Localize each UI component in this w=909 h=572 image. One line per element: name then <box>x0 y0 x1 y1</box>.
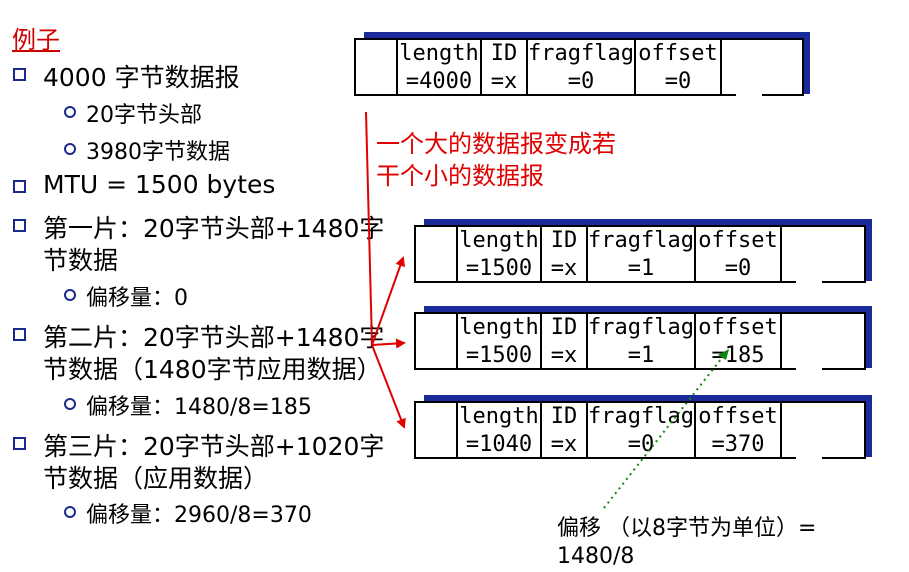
field-divider <box>780 403 782 457</box>
circle-bullet-icon <box>64 289 76 301</box>
field-id: ID=x <box>480 40 526 94</box>
circle-bullet-icon <box>64 398 76 410</box>
red-arrow-fragment-2 <box>371 338 406 349</box>
circle-bullet-icon <box>64 506 76 518</box>
field-offset: offset=185 <box>694 314 780 368</box>
box-shadow <box>424 306 872 314</box>
header-box: length=1500 ID=x fragflag=1 offset=185 <box>414 312 866 370</box>
bullet-text: 偏移量：1480/8=185 <box>86 395 312 420</box>
circle-bullet-icon <box>64 106 76 118</box>
offset-note-line: 1480/8 <box>557 544 635 569</box>
header-box: length=4000 ID=x fragflag=0 offset=0 <box>354 38 804 96</box>
square-bullet-icon <box>13 328 26 341</box>
bullet-text: MTU = 1500 bytes <box>43 170 276 199</box>
field-fragflag: fragflag=1 <box>586 227 694 281</box>
box-shadow <box>424 219 872 227</box>
bullet-text: 节数据（1480字节应用数据） <box>43 355 382 384</box>
bullet-text: 第二片：20字节头部+1480字 <box>43 323 385 352</box>
field-length: length=1500 <box>456 227 540 281</box>
red-trunk-line <box>365 111 373 346</box>
field-id: ID=x <box>540 314 586 368</box>
box-shadow <box>864 395 872 457</box>
circle-bullet-icon <box>64 143 76 155</box>
green-arrow-head <box>718 349 729 360</box>
red-arrow-fragment-3 <box>371 344 406 429</box>
bullet-text: 偏移量：0 <box>86 286 188 311</box>
field-fragflag: fragflag=1 <box>586 314 694 368</box>
square-bullet-icon <box>13 219 26 232</box>
field-length: length=1500 <box>456 314 540 368</box>
box-gap <box>796 277 822 287</box>
red-note-line: 干个小的数据报 <box>376 162 544 190</box>
square-bullet-icon <box>13 180 26 193</box>
offset-note-line: 偏移 （以8字节为单位）= <box>557 516 817 541</box>
bullet-text: 节数据 <box>43 246 119 275</box>
bullet-text: 3980字节数据 <box>86 140 230 165</box>
red-note-line: 一个大的数据报变成若 <box>376 130 616 158</box>
red-arrow-fragment-1 <box>371 256 406 346</box>
bullet-text: 偏移量：2960/8=370 <box>86 503 312 528</box>
field-length: length=1040 <box>456 403 540 457</box>
header-box: length=1040 ID=x fragflag=0 offset=370 <box>414 401 866 459</box>
field-length: length=4000 <box>396 40 480 94</box>
bullet-text: 第一片：20字节头部+1480字 <box>43 214 385 243</box>
header-box: length=1500 ID=x fragflag=1 offset=0 <box>414 225 866 283</box>
box-gap <box>736 90 762 100</box>
box-shadow <box>424 395 872 403</box>
green-dotted-arrow <box>603 353 726 509</box>
field-fragflag: fragflag=0 <box>586 403 694 457</box>
box-gap <box>796 364 822 374</box>
field-fragflag: fragflag=0 <box>526 40 634 94</box>
bullet-text: 20字节头部 <box>86 103 202 128</box>
box-gap <box>796 453 822 463</box>
field-divider <box>780 314 782 368</box>
bullet-text: 第三片：20字节头部+1020字 <box>43 432 385 461</box>
box-shadow <box>364 32 810 40</box>
box-shadow <box>802 32 810 94</box>
bullet-text: 4000 字节数据报 <box>43 63 240 92</box>
box-shadow <box>864 219 872 281</box>
slide-title: 例子 <box>12 26 60 54</box>
square-bullet-icon <box>13 68 26 81</box>
bullet-text: 节数据（应用数据） <box>43 464 269 493</box>
field-offset: offset=370 <box>694 403 780 457</box>
field-divider <box>720 40 722 94</box>
box-shadow <box>864 306 872 368</box>
field-id: ID=x <box>540 403 586 457</box>
field-offset: offset=0 <box>694 227 780 281</box>
field-divider <box>780 227 782 281</box>
square-bullet-icon <box>13 437 26 450</box>
field-offset: offset=0 <box>634 40 720 94</box>
field-id: ID=x <box>540 227 586 281</box>
